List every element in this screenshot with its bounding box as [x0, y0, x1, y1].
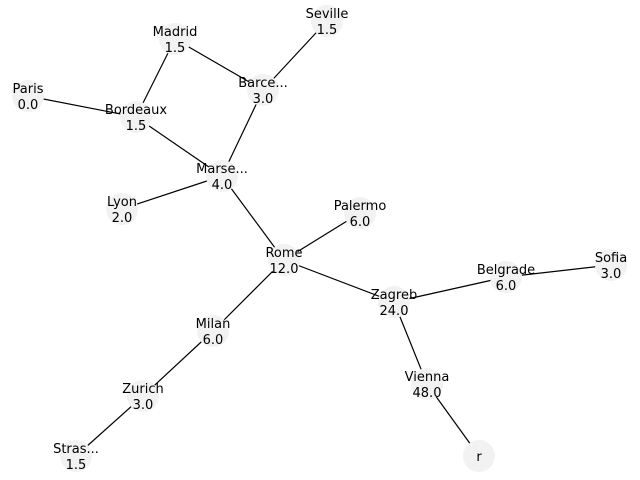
edge-bordeaux-marseille [135, 116, 223, 177]
node-label-sofia: Sofia [595, 251, 627, 266]
node-disc-sofia [595, 249, 627, 281]
node-label-palermo: Palermo [334, 199, 387, 214]
node-disc-belgrade [490, 261, 522, 293]
node-label-bordeaux: Bordeaux [105, 103, 167, 118]
node-label-zurich: Zurich [122, 382, 164, 397]
node-marseille: Marse...4.0 [196, 160, 248, 193]
node-label-marseille: Marse... [196, 162, 248, 177]
node-value-bordeaux: 1.5 [126, 119, 147, 134]
node-disc-bordeaux [120, 101, 152, 133]
node-disc-palermo [344, 197, 376, 229]
edge-zagreb-belgrade [393, 276, 507, 303]
node-value-vienna: 48.0 [413, 386, 442, 401]
node-label-vienna: Vienna [405, 370, 450, 385]
node-label-milan: Milan [196, 317, 231, 332]
node-value-sofia: 3.0 [601, 267, 622, 282]
edge-rome-zagreb [283, 259, 395, 303]
node-value-strasbourg: 1.5 [66, 458, 87, 473]
node-label-zagreb: Zagreb [371, 288, 417, 303]
node-disc-marseille [206, 160, 238, 192]
node-disc-zagreb [378, 286, 410, 318]
node-disc-rome [268, 244, 300, 276]
edge-madrid-barcelona [174, 38, 264, 91]
node-label-rome: Rome [265, 246, 302, 261]
edges-layer [27, 20, 612, 457]
edge-rome-milan [212, 259, 285, 332]
node-label-seville: Seville [306, 7, 349, 22]
node-label-lyon: Lyon [107, 195, 137, 210]
edge-lyon-marseille [121, 175, 223, 210]
node-value-lyon: 2.0 [112, 211, 133, 226]
node-label-belgrade: Belgrade [477, 263, 535, 278]
node-disc-zurich [127, 380, 159, 412]
node-disc-paris [12, 80, 44, 112]
node-strasbourg: Stras...1.5 [53, 440, 99, 473]
node-value-madrid: 1.5 [165, 41, 186, 56]
node-disc-vienna [411, 368, 443, 400]
node-disc-seville [311, 5, 343, 37]
node-label-r: r [476, 450, 482, 465]
node-barcelona: Barce...3.0 [238, 74, 288, 107]
node-disc-lyon [106, 193, 138, 225]
node-value-zagreb: 24.0 [380, 304, 409, 319]
node-disc-madrid [159, 23, 191, 55]
node-value-barcelona: 3.0 [253, 92, 274, 107]
node-disc-barcelona [247, 74, 279, 106]
node-disc-milan [197, 315, 229, 347]
edge-marseille-rome [221, 175, 285, 261]
node-value-rome: 12.0 [270, 262, 299, 277]
edge-paris-bordeaux [27, 95, 137, 118]
node-value-seville: 1.5 [317, 23, 338, 38]
node-label-paris: Paris [13, 82, 44, 97]
node-value-zurich: 3.0 [133, 398, 154, 413]
node-label-madrid: Madrid [153, 25, 198, 40]
edge-belgrade-sofia [505, 264, 612, 278]
node-value-palermo: 6.0 [350, 215, 371, 230]
node-label-barcelona: Barce... [238, 76, 288, 91]
node-r: r [463, 440, 495, 472]
node-value-marseille: 4.0 [212, 178, 233, 193]
node-disc-strasbourg [60, 440, 92, 472]
node-value-milan: 6.0 [203, 333, 224, 348]
node-disc-r [463, 440, 495, 472]
node-value-belgrade: 6.0 [496, 279, 517, 294]
node-label-strasbourg: Stras... [53, 442, 99, 457]
node-value-paris: 0.0 [18, 98, 39, 113]
